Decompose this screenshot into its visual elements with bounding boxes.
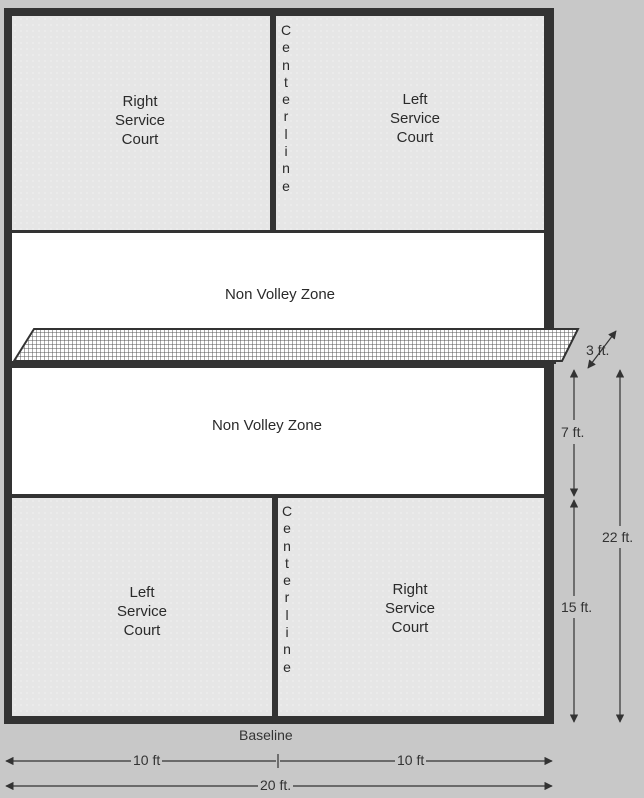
full-width-label: 20 ft.: [258, 777, 294, 793]
net: [12, 328, 580, 362]
half-width-left-label: 10 ft: [131, 752, 163, 768]
non-volley-zone-top-label: Non Volley Zone: [224, 286, 336, 303]
bottom-right-court-label: Right Service Court: [384, 581, 436, 636]
half-length-label: 22 ft.: [600, 529, 636, 545]
top-right-court-label: Left Service Court: [389, 91, 441, 146]
bottom-left-court-label: Left Service Court: [116, 584, 168, 639]
top-right-service-court: [276, 16, 544, 230]
bottom-right-service-court: [278, 498, 544, 716]
centerline-bottom-label: C e n t e r l i n e: [281, 503, 293, 675]
baseline-label: Baseline: [239, 727, 293, 743]
top-left-service-court: [12, 16, 270, 230]
top-left-court-label: Right Service Court: [114, 93, 166, 148]
half-width-right-label: 10 ft: [395, 752, 427, 768]
non-volley-zone-bottom-label: Non Volley Zone: [211, 417, 323, 434]
kitchen-depth-label: 7 ft.: [559, 424, 587, 440]
bottom-left-service-court: [12, 498, 272, 716]
non-volley-zone-bottom: [12, 368, 544, 494]
centerline-top-label: C e n t e r l i n e: [280, 22, 292, 194]
net-height-arrow: [587, 330, 617, 369]
service-depth-label: 15 ft.: [559, 599, 595, 615]
net-height-label: 3 ft.: [586, 342, 610, 358]
